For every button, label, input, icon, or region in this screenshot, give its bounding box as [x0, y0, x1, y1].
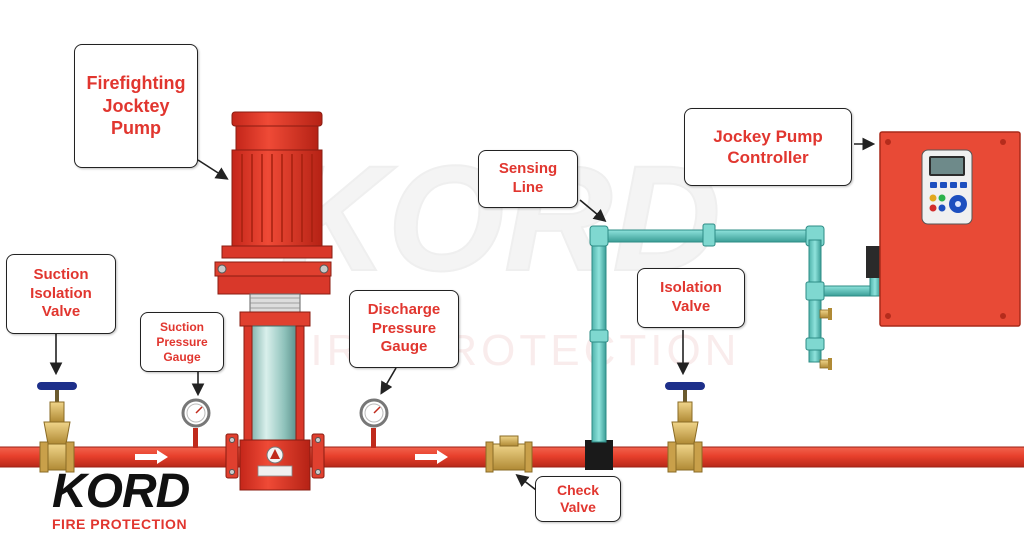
jockey-pump — [214, 111, 333, 491]
label-line: Pump — [110, 118, 161, 139]
label-line: Sensing — [498, 160, 558, 178]
label-line: Check — [556, 481, 600, 498]
flow-arrow-icon — [135, 450, 168, 464]
label-line: Gauge — [163, 349, 201, 364]
callout-arrows — [49, 137, 876, 491]
kord-logo: KORD FIRE PROTECTION — [52, 465, 212, 533]
flow-arrow-icon — [415, 450, 448, 464]
label-line: Isolation — [30, 284, 92, 302]
label-line: Suction — [33, 265, 89, 283]
label-line: Controller — [727, 148, 809, 167]
sensing-line — [585, 223, 881, 470]
suction-pressure-gauge — [181, 398, 211, 448]
label-line: Jocktey — [102, 95, 170, 116]
isolation-gate-valve — [665, 382, 705, 473]
label-line: Pressure — [371, 319, 437, 337]
label-line: Isolation — [660, 279, 722, 297]
logo-subtitle: FIRE PROTECTION — [52, 516, 188, 532]
label-line: Valve — [41, 303, 81, 321]
label-line: Suction — [160, 319, 204, 334]
check-valve — [485, 435, 533, 473]
controller-buttons — [929, 182, 967, 213]
suction-gate-valve — [37, 382, 77, 473]
discharge-pressure-gauge — [359, 398, 389, 448]
label-line: Pressure — [156, 334, 208, 349]
logo-wordmark: KORD — [52, 465, 190, 518]
label-line: Discharge — [367, 300, 441, 318]
label-line: Gauge — [380, 338, 428, 356]
label-line: Valve — [560, 499, 596, 515]
label-line: Jockey Pump — [713, 126, 823, 146]
jockey-pump-controller — [866, 131, 1021, 327]
label-line: Firefighting — [86, 73, 186, 94]
label-line: Line — [512, 179, 544, 196]
label-line: Valve — [671, 298, 711, 315]
